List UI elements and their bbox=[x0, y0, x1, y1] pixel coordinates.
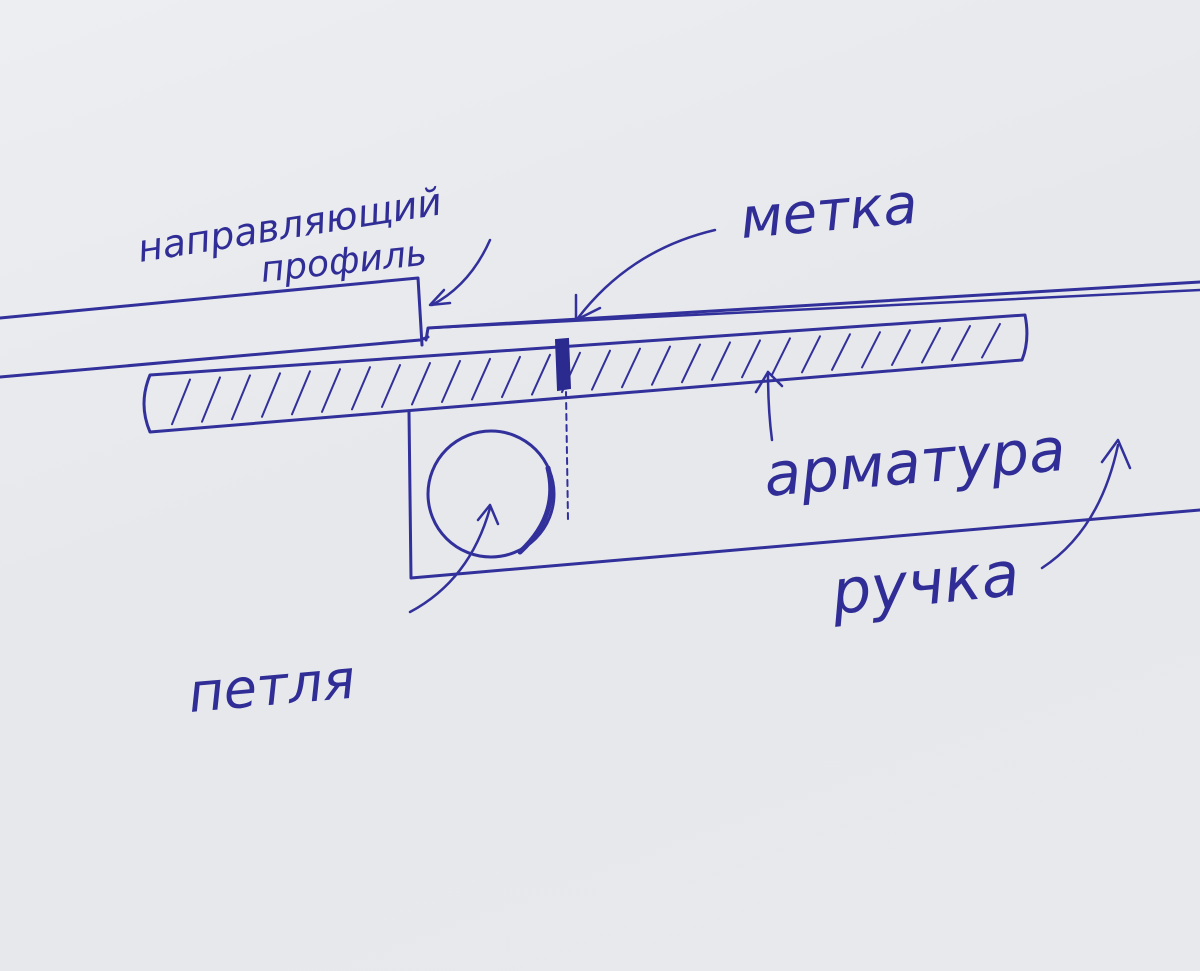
rebar-bar bbox=[142, 313, 1029, 434]
hatch-line bbox=[321, 368, 341, 413]
hatch-line bbox=[861, 331, 881, 369]
loop-circle bbox=[426, 429, 556, 559]
arrow-handle bbox=[1040, 438, 1132, 570]
hatch-line bbox=[651, 345, 671, 386]
arrow-loop bbox=[408, 503, 500, 614]
hatch-line bbox=[981, 322, 1001, 359]
hatch-line bbox=[261, 372, 281, 418]
hatch-line bbox=[771, 337, 791, 376]
hatch-line bbox=[441, 359, 461, 403]
hatch-line bbox=[741, 339, 761, 379]
hatch-line bbox=[711, 341, 731, 381]
hatch-line bbox=[501, 355, 521, 399]
hatch-line bbox=[921, 327, 941, 364]
hatch-line bbox=[801, 335, 821, 374]
arrow-guide-profile bbox=[428, 238, 492, 307]
hatch-line bbox=[201, 376, 221, 423]
hatch-line bbox=[381, 364, 401, 408]
hatch-line bbox=[531, 353, 551, 396]
hatch-line bbox=[831, 333, 851, 371]
hatch-line bbox=[231, 374, 251, 421]
hatch-line bbox=[411, 362, 431, 406]
hatch-line bbox=[471, 357, 491, 401]
rebar-hatching bbox=[171, 322, 1001, 426]
hatch-line bbox=[891, 329, 911, 366]
label-loop: петля bbox=[186, 648, 358, 725]
label-handle: ручка bbox=[827, 537, 1023, 629]
arrow-mark bbox=[574, 228, 717, 322]
label-mark: метка bbox=[738, 172, 920, 252]
hatch-line bbox=[621, 347, 641, 389]
mark-symbol bbox=[554, 337, 572, 521]
hatch-line bbox=[351, 366, 371, 411]
hatch-line bbox=[291, 370, 311, 416]
hatch-line bbox=[171, 378, 191, 426]
hatch-line bbox=[591, 349, 611, 391]
guide-profile bbox=[0, 276, 1200, 379]
hatch-line bbox=[681, 343, 701, 384]
label-rebar: арматура bbox=[761, 415, 1068, 511]
handle bbox=[407, 410, 1200, 580]
arrow-rebar bbox=[754, 370, 784, 442]
hatch-line bbox=[951, 325, 971, 362]
